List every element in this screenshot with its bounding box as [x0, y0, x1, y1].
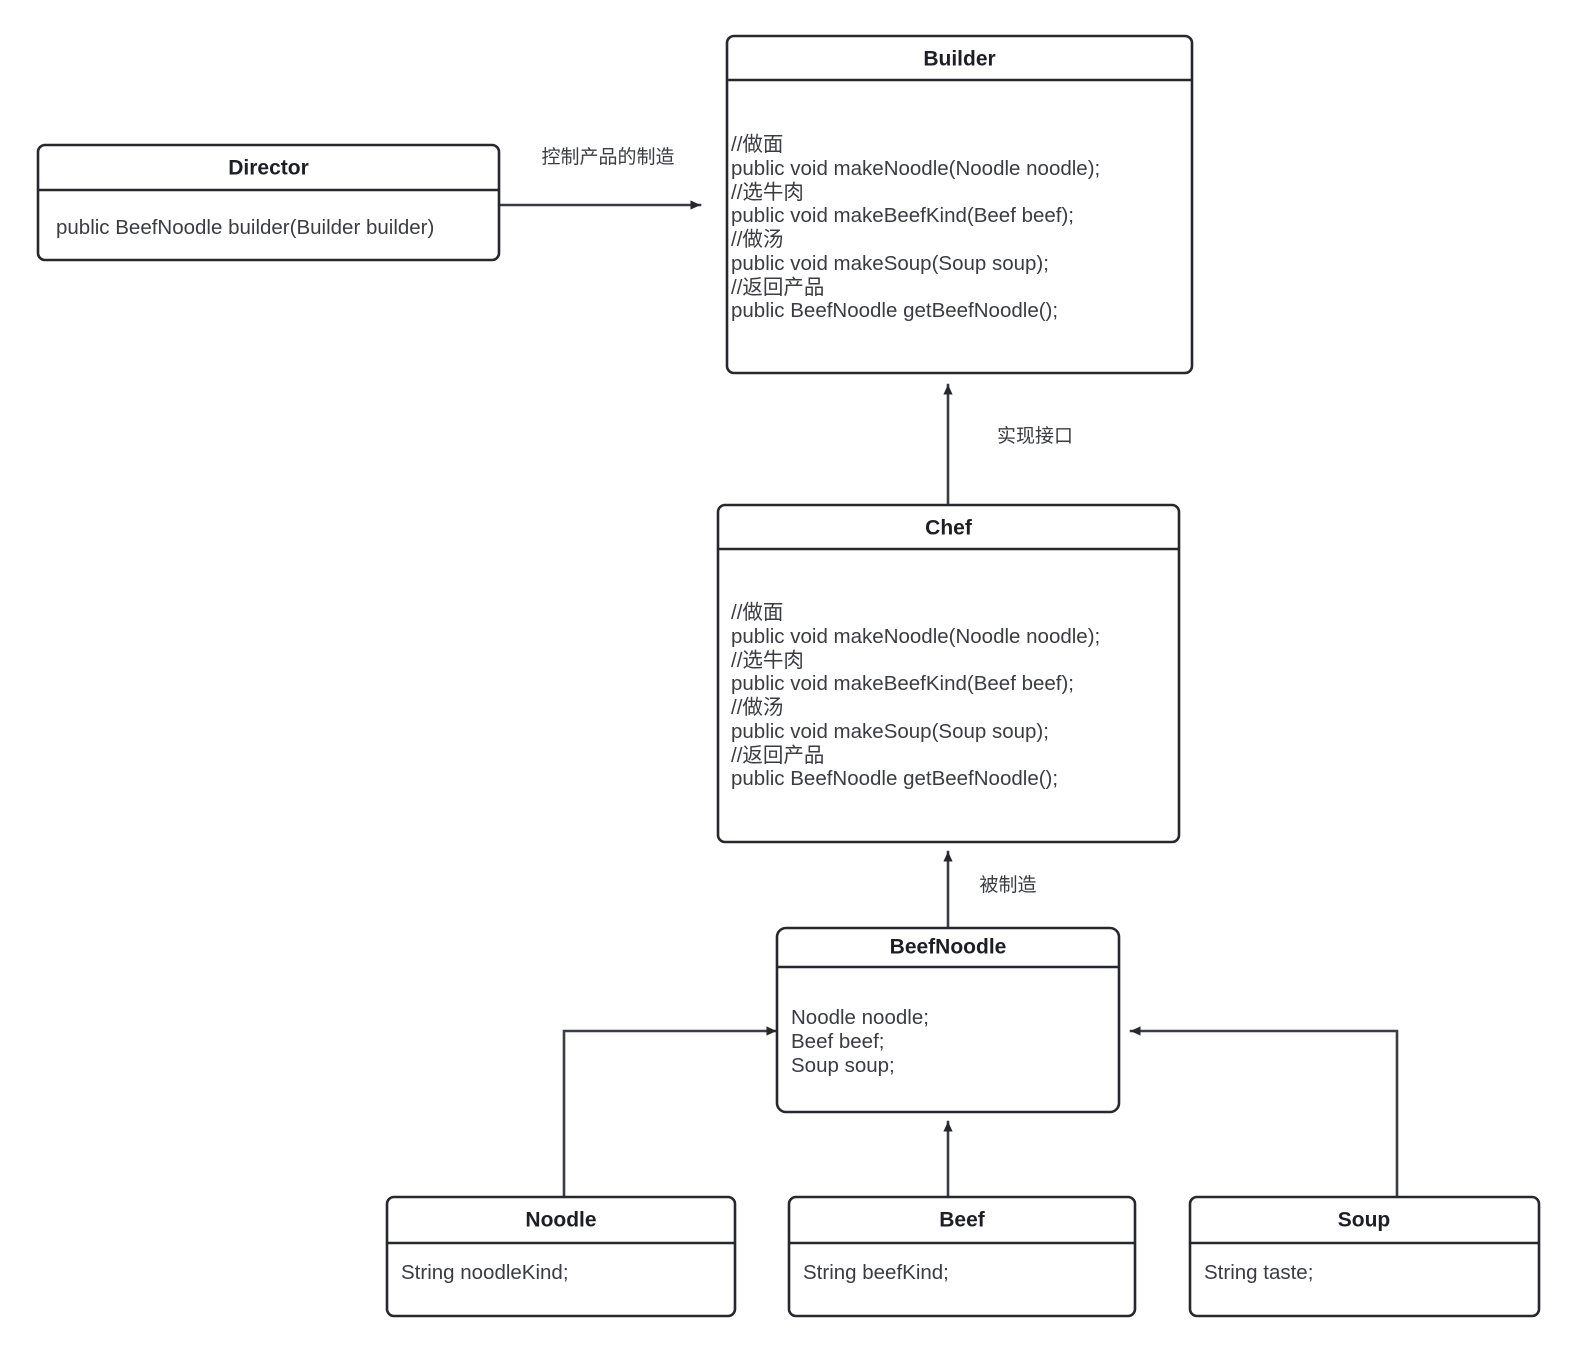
- class-box-beefnoodle-frame[interactable]: [775, 926, 1121, 1114]
- class-member-noodle-0: String noodleKind;: [401, 1261, 569, 1284]
- class-member-builder-1: public void makeNoodle(Noodle noodle);: [731, 157, 1100, 180]
- class-name-director: Director: [228, 157, 309, 180]
- class-member-chef-4: //做汤: [731, 696, 783, 719]
- class-name-noodle: Noodle: [525, 1209, 596, 1232]
- class-box-soup[interactable]: Soup String taste;: [1188, 1195, 1541, 1318]
- class-box-beefnoodle[interactable]: BeefNoodle Noodle noodle; Beef beef; Sou…: [775, 926, 1121, 1114]
- class-name-beef: Beef: [939, 1209, 986, 1232]
- edge-noodle-to-beefnoodle: [562, 1026, 778, 1212]
- class-box-director[interactable]: Director public BeefNoodle builder(Build…: [36, 143, 501, 262]
- class-name-beefnoodle: BeefNoodle: [890, 936, 1007, 959]
- class-member-beefnoodle-1: Beef beef;: [791, 1030, 884, 1053]
- class-box-builder-frame[interactable]: [725, 34, 1194, 375]
- edge-label-director-to-builder: 控制产品的制造: [541, 146, 674, 168]
- class-member-chef-5: public void makeSoup(Soup soup);: [731, 720, 1049, 743]
- class-box-chef[interactable]: Chef //做面 public void makeNoodle(Noodle …: [716, 503, 1181, 844]
- edge-label-chef-to-builder: 实现接口: [997, 425, 1073, 447]
- class-member-builder-3: public void makeBeefKind(Beef beef);: [731, 204, 1074, 227]
- class-member-chef-6: //返回产品: [731, 744, 824, 767]
- class-member-chef-7: public BeefNoodle getBeefNoodle();: [731, 767, 1058, 790]
- class-member-beefnoodle-0: Noodle noodle;: [791, 1006, 929, 1029]
- class-member-builder-6: //返回产品: [731, 276, 824, 299]
- edge-line-noodle-beefnoodle: [562, 1026, 778, 1212]
- class-member-builder-4: //做汤: [731, 228, 783, 251]
- class-member-beef-0: String beefKind;: [803, 1261, 949, 1284]
- class-member-chef-0: //做面: [731, 601, 783, 624]
- class-box-noodle-frame[interactable]: [385, 1195, 737, 1318]
- class-name-builder: Builder: [923, 48, 995, 71]
- class-member-chef-2: //选牛肉: [731, 649, 804, 672]
- class-box-beef-frame[interactable]: [787, 1195, 1137, 1318]
- class-member-builder-2: //选牛肉: [731, 181, 804, 204]
- class-box-noodle[interactable]: Noodle String noodleKind;: [385, 1195, 737, 1318]
- class-member-builder-0: //做面: [731, 133, 783, 156]
- class-member-chef-3: public void makeBeefKind(Beef beef);: [731, 672, 1074, 695]
- class-member-beefnoodle-2: Soup soup;: [791, 1054, 895, 1077]
- class-member-builder-7: public BeefNoodle getBeefNoodle();: [731, 299, 1058, 322]
- class-member-director-0: public BeefNoodle builder(Builder builde…: [56, 216, 434, 239]
- class-name-chef: Chef: [925, 517, 973, 540]
- class-member-builder-5: public void makeSoup(Soup soup);: [731, 252, 1049, 275]
- edge-label-beefnoodle-to-chef: 被制造: [979, 874, 1036, 896]
- edge-soup-to-beefnoodle: [1129, 1026, 1399, 1212]
- class-member-chef-1: public void makeNoodle(Noodle noodle);: [731, 625, 1100, 648]
- edge-director-to-builder: 控制产品的制造: [497, 146, 702, 210]
- class-box-chef-frame[interactable]: [716, 503, 1181, 844]
- class-name-soup: Soup: [1338, 1209, 1391, 1232]
- edge-beefnoodle-to-chef: 被制造: [943, 850, 1037, 932]
- class-box-builder[interactable]: Builder //做面 public void makeNoodle(Nood…: [725, 34, 1194, 375]
- class-box-soup-frame[interactable]: [1188, 1195, 1541, 1318]
- edge-chef-to-builder: 实现接口: [943, 383, 1073, 507]
- class-box-beef[interactable]: Beef String beefKind;: [787, 1195, 1137, 1318]
- class-member-soup-0: String taste;: [1204, 1261, 1313, 1284]
- edge-line-soup-beefnoodle: [1129, 1026, 1399, 1212]
- class-box-director-frame[interactable]: [36, 143, 501, 262]
